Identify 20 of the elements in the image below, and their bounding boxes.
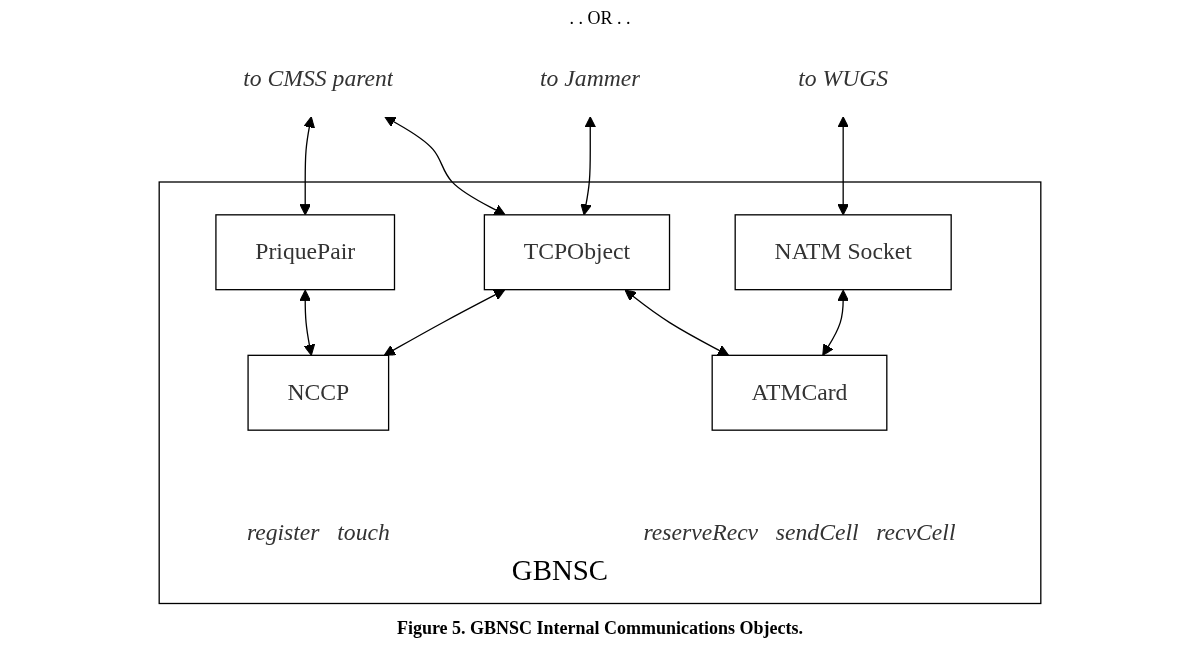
note-text: . . OR . . [569, 8, 631, 28]
arrow [299, 116, 315, 216]
arrow [837, 116, 849, 216]
node-text: to Jammer [540, 65, 641, 92]
arrow [580, 116, 597, 216]
caption: Figure 5. GBNSC Internal Communications Objects. [396, 618, 804, 639]
node-box: ATMCard [711, 354, 888, 431]
node-text: to CMSS parent [243, 65, 394, 92]
node-box: PriquePair [215, 214, 396, 291]
arrow [822, 289, 849, 356]
node-box: NCCP [247, 354, 390, 431]
arrow [299, 289, 316, 356]
node-box: TCPObject [483, 214, 671, 291]
node-box: NATM Socket [734, 214, 952, 291]
arrow [384, 116, 506, 216]
node-text: to WUGS [798, 65, 889, 92]
node-label: register touch [246, 519, 390, 546]
arrow [624, 289, 730, 356]
node-label: reserveRecv sendCell recvCell [643, 519, 956, 546]
arrow [383, 289, 506, 356]
